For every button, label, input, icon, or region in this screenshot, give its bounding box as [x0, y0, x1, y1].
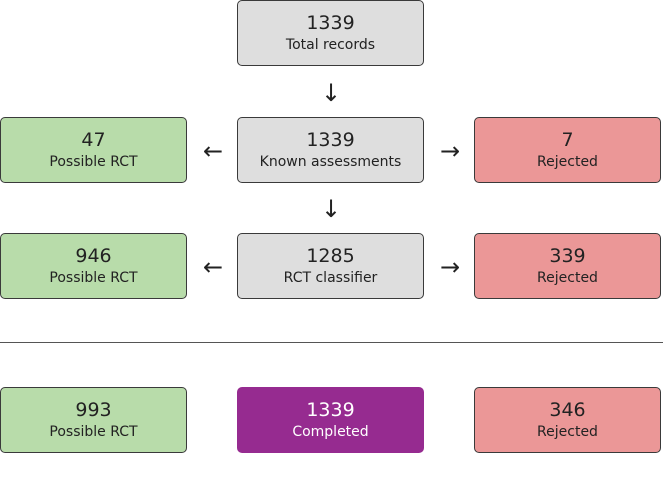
- total-records-count: 1339: [306, 12, 355, 34]
- arrow-down-icon: ↓: [320, 79, 342, 107]
- classifier-rejected-box: 339 Rejected: [474, 233, 661, 299]
- summary-rejected-label: Rejected: [537, 424, 598, 440]
- arrow-left-icon: ←: [202, 137, 224, 165]
- rct-classifier-box: 1285 RCT classifier: [237, 233, 424, 299]
- summary-rejected-box: 346 Rejected: [474, 387, 661, 453]
- summary-possible-rct-box: 993 Possible RCT: [0, 387, 187, 453]
- known-assessments-label: Known assessments: [259, 154, 402, 170]
- summary-rejected-count: 346: [549, 399, 586, 421]
- rct-classifier-label: RCT classifier: [283, 270, 378, 286]
- known-possible-rct-box: 47 Possible RCT: [0, 117, 187, 183]
- summary-possible-rct-label: Possible RCT: [49, 424, 138, 440]
- total-records-label: Total records: [285, 37, 376, 53]
- known-assessments-count: 1339: [306, 129, 355, 151]
- summary-completed-label: Completed: [292, 424, 369, 440]
- arrow-down-icon: ↓: [320, 195, 342, 223]
- known-possible-rct-count: 47: [81, 129, 106, 151]
- arrow-right-icon: →: [439, 137, 461, 165]
- known-assessments-box: 1339 Known assessments: [237, 117, 424, 183]
- arrow-right-icon: →: [439, 253, 461, 281]
- summary-possible-rct-count: 993: [75, 399, 112, 421]
- known-rejected-box: 7 Rejected: [474, 117, 661, 183]
- rct-classifier-count: 1285: [306, 245, 355, 267]
- known-rejected-count: 7: [561, 129, 574, 151]
- summary-completed-count: 1339: [306, 399, 355, 421]
- known-rejected-label: Rejected: [537, 154, 598, 170]
- classifier-rejected-label: Rejected: [537, 270, 598, 286]
- total-records-box: 1339 Total records: [237, 0, 424, 66]
- known-possible-rct-label: Possible RCT: [49, 154, 138, 170]
- summary-completed-box: 1339 Completed: [237, 387, 424, 453]
- classifier-rejected-count: 339: [549, 245, 586, 267]
- classifier-possible-rct-count: 946: [75, 245, 112, 267]
- arrow-left-icon: ←: [202, 253, 224, 281]
- classifier-possible-rct-label: Possible RCT: [49, 270, 138, 286]
- divider: [0, 342, 663, 343]
- classifier-possible-rct-box: 946 Possible RCT: [0, 233, 187, 299]
